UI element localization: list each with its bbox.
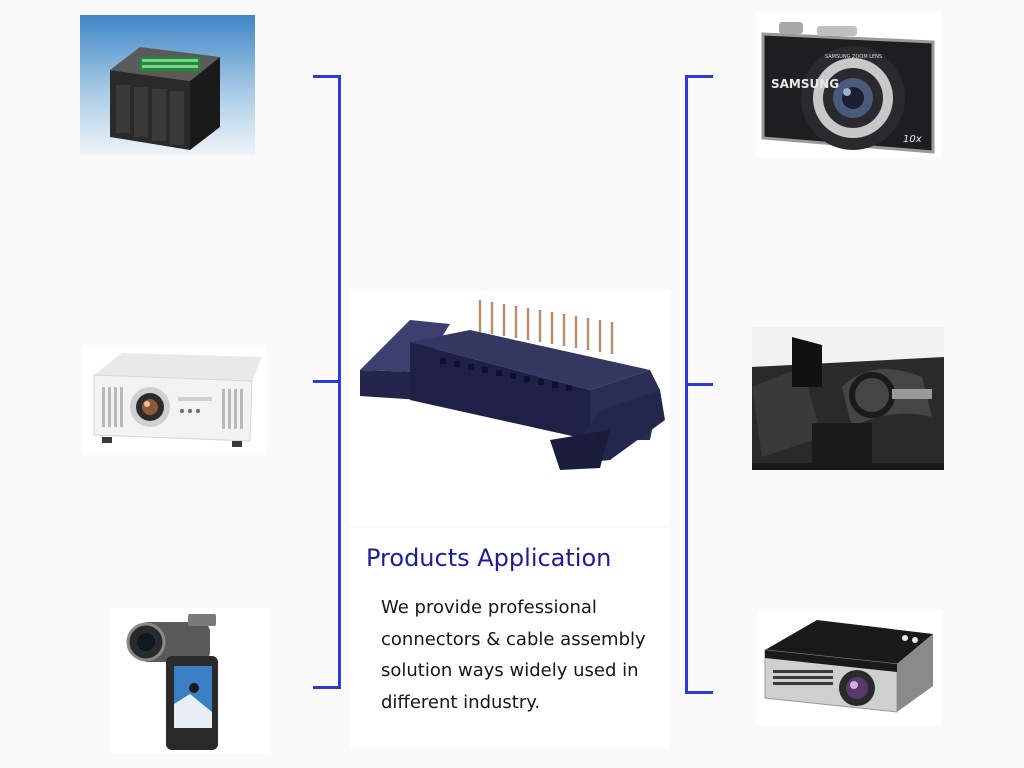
digital-camera-image: SAMSUNG 10x SAMSUNG ZOOM LENS <box>757 12 942 157</box>
connector-image <box>350 290 670 525</box>
camera-lens-text: SAMSUNG ZOOM LENS <box>825 54 882 60</box>
left-bracket-mid-tick <box>313 380 341 383</box>
description: We provide professional connectors & cab… <box>381 592 671 718</box>
text-panel <box>350 528 670 748</box>
description-line: different industry. <box>381 691 541 713</box>
camcorder-image <box>110 608 270 753</box>
white-projector-image <box>82 345 267 455</box>
description-line: connectors & cable assembly <box>381 628 646 650</box>
black-projector-image <box>757 610 942 725</box>
description-line: solution ways widely used in <box>381 660 639 681</box>
car-interior-image <box>752 327 944 470</box>
power-meter-image <box>80 15 255 155</box>
description-line: We provide professional <box>381 597 597 618</box>
camera-zoom-text: 10x <box>903 134 922 145</box>
right-bracket-mid-tick <box>685 383 713 386</box>
camera-brand-text: SAMSUNG <box>771 77 839 91</box>
page-title: Products Application <box>366 544 612 572</box>
